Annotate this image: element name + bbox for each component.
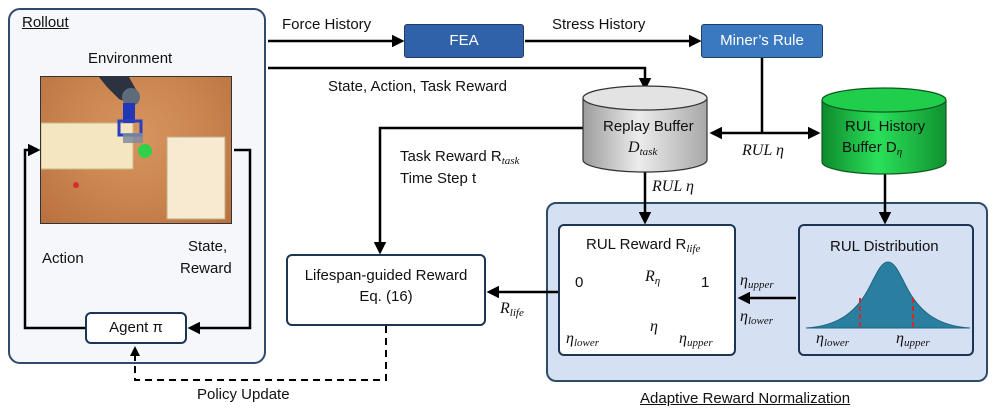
arn-title: Adaptive Reward Normalization (640, 390, 851, 407)
reward-label: Reward (180, 260, 232, 277)
eta-upper-arrow-label: ηupper (740, 272, 774, 291)
policy-update-label: Policy Update (197, 386, 290, 403)
action-label: Action (42, 250, 84, 267)
scale-one-label: 1 (701, 274, 710, 291)
lifespan-guided-reward-box[interactable]: Lifespan-guided Reward Eq. (16) (286, 254, 486, 326)
task-reward-label: Task Reward Rtask (400, 148, 520, 167)
rul-history-buffer-label: Buffer Dη (842, 139, 903, 158)
replay-buffer-title: Replay Buffer (603, 118, 694, 135)
lifespan-title: Lifespan-guided Reward (304, 267, 468, 284)
rul-reward-title: RUL Reward Rlife (586, 236, 701, 255)
lifespan-equation: Eq. (16) (359, 288, 413, 305)
rul-eta-right-label: RUL η (742, 142, 784, 159)
environment-scene (40, 76, 232, 224)
fea-box[interactable]: FEA (404, 24, 524, 58)
stress-history-label: Stress History (552, 16, 646, 33)
rul-distribution-curve (805, 261, 971, 329)
r-eta-label: Rη (645, 268, 661, 287)
rollout-title: Rollout (22, 14, 69, 31)
robot-scene-image (41, 77, 226, 220)
agent-label: Agent π (109, 319, 163, 336)
force-history-label: Force History (282, 16, 372, 33)
eta-lower-arrow-label: ηlower (740, 308, 773, 327)
eta-upper-label-reward: ηupper (679, 330, 713, 349)
rul-distribution-title: RUL Distribution (830, 238, 939, 255)
fea-label: FEA (449, 32, 479, 49)
rul-distribution-box[interactable] (798, 224, 974, 356)
rul-history-title: RUL History (845, 118, 926, 135)
rul-eta-down-label: RUL η (652, 178, 694, 195)
environment-label: Environment (88, 50, 173, 67)
replay-buffer-symbol: Dtask (628, 139, 658, 158)
agent-box[interactable]: Agent π (85, 312, 187, 344)
rul-reward-box[interactable] (558, 224, 736, 356)
eta-lower-label-reward: ηlower (566, 330, 599, 349)
replay-buffer-cylinder (582, 85, 708, 173)
r-life-label: Rlife (500, 300, 524, 319)
miners-rule-label: Miner’s Rule (720, 32, 804, 49)
eta-label: η (650, 318, 658, 335)
miners-rule-box[interactable]: Miner’s Rule (701, 24, 823, 58)
state-label: State, (188, 238, 228, 255)
state-action-task-reward-label: State, Action, Task Reward (328, 78, 507, 95)
rul-history-buffer-cylinder (821, 87, 947, 175)
eta-lower-label-dist: ηlower (816, 330, 849, 349)
eta-upper-label-dist: ηupper (896, 330, 930, 349)
time-step-label: Time Step t (400, 170, 477, 187)
scale-zero-label: 0 (575, 274, 584, 291)
